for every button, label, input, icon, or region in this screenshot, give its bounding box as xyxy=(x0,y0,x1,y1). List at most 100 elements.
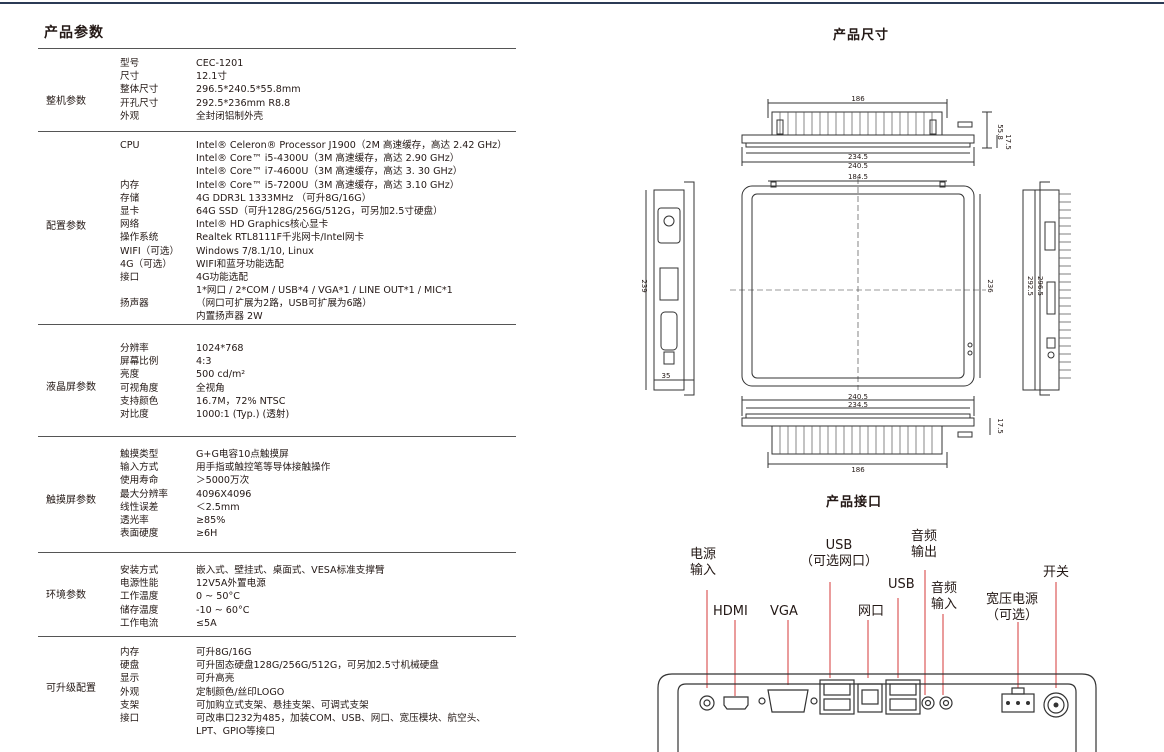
port-label-lan: 网口 xyxy=(858,604,885,619)
spec-value: ≤5A xyxy=(196,617,217,629)
label-top-186: 186 xyxy=(851,95,865,103)
spec-row: 工作温度 0 ~ 50°C xyxy=(120,590,520,603)
top-heatsink xyxy=(771,111,943,136)
port-label-wide-power: 宽压电源（可选） xyxy=(986,592,1039,623)
spec-value: Intel® HD Graphics核心显卡 xyxy=(196,219,329,231)
section-label: 环境参数 xyxy=(46,590,86,601)
spec-value: 0 ~ 50°C xyxy=(196,591,240,603)
spec-row: CPU Intel® Celeron® Processor J1900（2M 高速… xyxy=(120,139,520,152)
port-label-power-in: 电源输入 xyxy=(690,547,717,578)
spec-value: 可升固态硬盘128G/256G/512G，可另加2.5寸机械硬盘 xyxy=(196,660,439,672)
spec-value: 16.7M，72% NTSC xyxy=(196,395,286,407)
spec-row: 使用寿命＞5000万次 xyxy=(120,474,520,487)
spec-value: 1000:1 (Typ.) (透射) xyxy=(196,408,290,420)
vga-port xyxy=(767,689,809,713)
spec-value: 4096X4096 xyxy=(196,488,252,500)
spec-row: 开孔尺寸 292.5*236mm R8.8 xyxy=(120,97,520,110)
label-front-236: 236 xyxy=(986,279,994,293)
spec-key: 扬声器 xyxy=(120,298,149,310)
spec-key: 网络 xyxy=(120,219,140,231)
spec-value: 可升高亮 xyxy=(196,673,235,685)
spec-key: 支架 xyxy=(120,699,140,711)
label-bot-2345: 234.5 xyxy=(848,401,868,409)
panel-outline xyxy=(657,673,1097,752)
spec-key: 最大分辨率 xyxy=(120,488,168,500)
section-divider xyxy=(38,552,516,553)
spec-key: 对比度 xyxy=(120,408,149,420)
spec-key: 显示 xyxy=(120,673,140,685)
spec-key: 硬盘 xyxy=(120,660,140,672)
spec-key: 储存温度 xyxy=(120,604,159,616)
spec-key: 可视角度 xyxy=(120,382,159,394)
spec-key: 安装方式 xyxy=(120,565,159,576)
spec-row: 支持颜色 16.7M，72% NTSC xyxy=(120,395,520,408)
port-label-hdmi: HDMI xyxy=(713,604,748,619)
spec-key: 触摸类型 xyxy=(120,449,159,460)
spec-key: 输入方式 xyxy=(120,462,159,474)
spec-value: Intel® Celeron® Processor J1900（2M 高速缓存，… xyxy=(196,140,507,151)
section-label: 液晶屏参数 xyxy=(46,382,96,393)
spec-value: 292.5*236mm R8.8 xyxy=(196,97,291,109)
dimension-drawing: 186 234.5 240.5 55.8 17.5 184.5 236 239 … xyxy=(640,95,1071,474)
spec-value: -10 ~ 60°C xyxy=(196,604,250,616)
label-top-558: 55.8 xyxy=(996,124,1004,140)
audio-in-port xyxy=(939,696,953,710)
spec-value: 4G功能选配 xyxy=(196,271,248,283)
spec-row: 触摸类型 G+G电容10点触摸屏 xyxy=(120,448,520,461)
spec-key: 工作温度 xyxy=(120,591,159,603)
top-body xyxy=(741,134,975,144)
spec-row: 尺寸 12.1寸 xyxy=(120,70,520,83)
spec-row: 外观 全封闭铝制外壳 xyxy=(120,110,520,123)
label-bot-175: 17.5 xyxy=(996,418,1004,434)
spec-key: 支持颜色 xyxy=(120,395,159,407)
spec-key: WIFI（可选） xyxy=(120,245,180,257)
section-divider xyxy=(38,436,516,437)
lan-port xyxy=(857,683,883,713)
section-divider xyxy=(38,636,516,637)
spec-title: 产品参数 xyxy=(44,25,104,41)
spec-value: 500 cd/m² xyxy=(196,369,246,381)
spec-row: 线性误差＜2.5mm xyxy=(120,501,520,514)
spec-value: Intel® Core™ i5-4300U（3M 高速缓存，高达 2.90 GH… xyxy=(196,153,460,165)
section-divider xyxy=(38,48,516,49)
spec-row: 可视角度全视角 xyxy=(120,382,520,395)
spec-row: Intel® Core™ i7-4600U（3M 高速缓存，高达 3. 30 G… xyxy=(120,165,520,178)
spec-key: 开孔尺寸 xyxy=(120,97,159,109)
usb-lan-port xyxy=(819,679,855,715)
section-label: 配置参数 xyxy=(46,221,86,232)
spec-value: WIFI和蓝牙功能选配 xyxy=(196,258,284,270)
top-border xyxy=(0,2,1164,4)
spec-value: LPT、GPIO等接口 xyxy=(196,726,275,738)
spec-value: ＞5000万次 xyxy=(196,475,250,487)
spec-row: 支架可加购立式支架、悬挂支架、可调式支架 xyxy=(120,699,520,712)
spec-key: 尺寸 xyxy=(120,71,140,83)
spec-row: 输入方式用手指或触控笔等导体接触操作 xyxy=(120,461,520,474)
spec-row: 1*网口 / 2*COM / USB*4 / VGA*1 / LINE OUT*… xyxy=(120,284,520,297)
spec-value: 1024*768 xyxy=(196,343,244,354)
spec-value: 内置扬声器 2W xyxy=(196,311,263,323)
dimensions-title: 产品尺寸 xyxy=(833,28,890,43)
spec-row: WIFI（可选）Windows 7/8.1/10, Linux xyxy=(120,245,520,258)
spec-key: 内存 xyxy=(120,179,140,191)
spec-value: G+G电容10点触摸屏 xyxy=(196,449,289,460)
spec-key: 外观 xyxy=(120,110,140,122)
spec-value: Intel® Core™ i5-7200U（3M 高速缓存，高达 3.10 GH… xyxy=(196,179,460,191)
spec-key: 型号 xyxy=(120,58,140,69)
spec-value: 12.1寸 xyxy=(196,71,227,83)
label-top-2405: 240.5 xyxy=(848,162,868,170)
port-label-usb-lan: USB（可选网口） xyxy=(800,538,879,569)
spec-key: CPU xyxy=(120,140,140,151)
spec-value: 全封闭铝制外壳 xyxy=(196,110,264,122)
section-rows: 触摸类型 G+G电容10点触摸屏输入方式用手指或触控笔等导体接触操作使用寿命＞50… xyxy=(120,448,520,540)
spec-row: 对比度 1000:1 (Typ.) (透射) xyxy=(120,408,520,421)
spec-value: 定制颜色/丝印LOGO xyxy=(196,686,285,698)
spec-row: 外观定制颜色/丝印LOGO xyxy=(120,686,520,699)
label-right-2965: 296.5 xyxy=(1036,276,1044,296)
spec-value: 1*网口 / 2*COM / USB*4 / VGA*1 / LINE OUT*… xyxy=(196,285,453,297)
label-front-1845: 184.5 xyxy=(848,173,868,181)
section-divider xyxy=(38,131,516,132)
